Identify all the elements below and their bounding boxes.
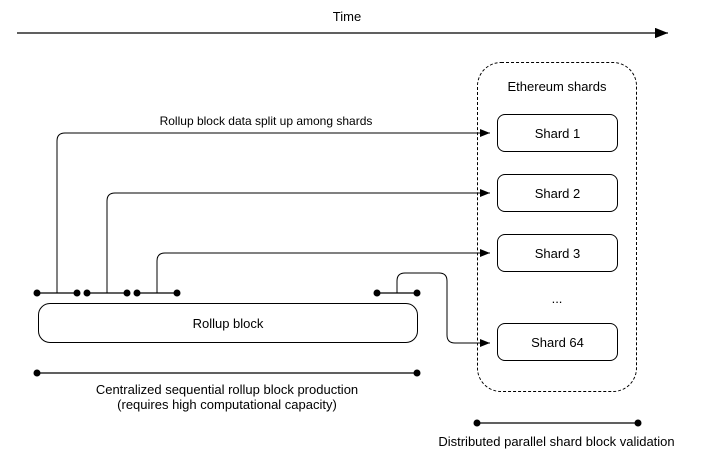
- shard-box-64: Shard 64: [497, 323, 618, 361]
- segment-endpoint-dot: [73, 289, 81, 297]
- span-endpoint-dot: [473, 419, 481, 427]
- ethereum-shards-container: [477, 62, 637, 392]
- connector-shard-1: [56, 129, 490, 293]
- rollup-split-label: Rollup block data split up among shards: [159, 114, 373, 128]
- span-endpoint-dot: [413, 369, 421, 377]
- shard-box-2: Shard 2: [497, 174, 618, 212]
- segment-endpoint-dot: [373, 289, 381, 297]
- shard-label: Shard 64: [531, 334, 584, 350]
- shard-box-3: Shard 3: [497, 234, 618, 272]
- connector-shard-64: [396, 272, 490, 347]
- production-caption-line1: Centralized sequential rollup block prod…: [95, 382, 359, 397]
- time-label: Time: [332, 9, 362, 24]
- rollup-block-label: Rollup block: [192, 315, 264, 331]
- span-endpoint-dot: [634, 419, 642, 427]
- connector-shard-3: [156, 249, 490, 293]
- shard-box-1: Shard 1: [497, 114, 618, 152]
- shard-label: Shard 3: [534, 245, 581, 261]
- shard-label: Shard 1: [534, 125, 581, 141]
- segment-endpoint-dot: [33, 289, 41, 297]
- segment-endpoint-dot: [173, 289, 181, 297]
- segment-endpoint-dot: [83, 289, 91, 297]
- segment-endpoint-dot: [123, 289, 131, 297]
- connector-shard-2: [106, 189, 490, 293]
- span-endpoint-dot: [33, 369, 41, 377]
- ethereum-shards-title: Ethereum shards: [507, 79, 607, 94]
- production-caption: Centralized sequential rollup block prod…: [37, 382, 417, 412]
- shard-label: Shard 2: [534, 185, 581, 201]
- validation-caption-line: Distributed parallel shard block validat…: [438, 434, 675, 449]
- rollup-block-box: Rollup block: [38, 303, 418, 343]
- segment-endpoint-dot: [133, 289, 141, 297]
- production-caption-line2: (requires high computational capacity): [117, 397, 337, 412]
- validation-caption: Distributed parallel shard block validat…: [405, 434, 708, 449]
- segment-endpoint-dot: [413, 289, 421, 297]
- shards-ellipsis: ...: [551, 291, 563, 306]
